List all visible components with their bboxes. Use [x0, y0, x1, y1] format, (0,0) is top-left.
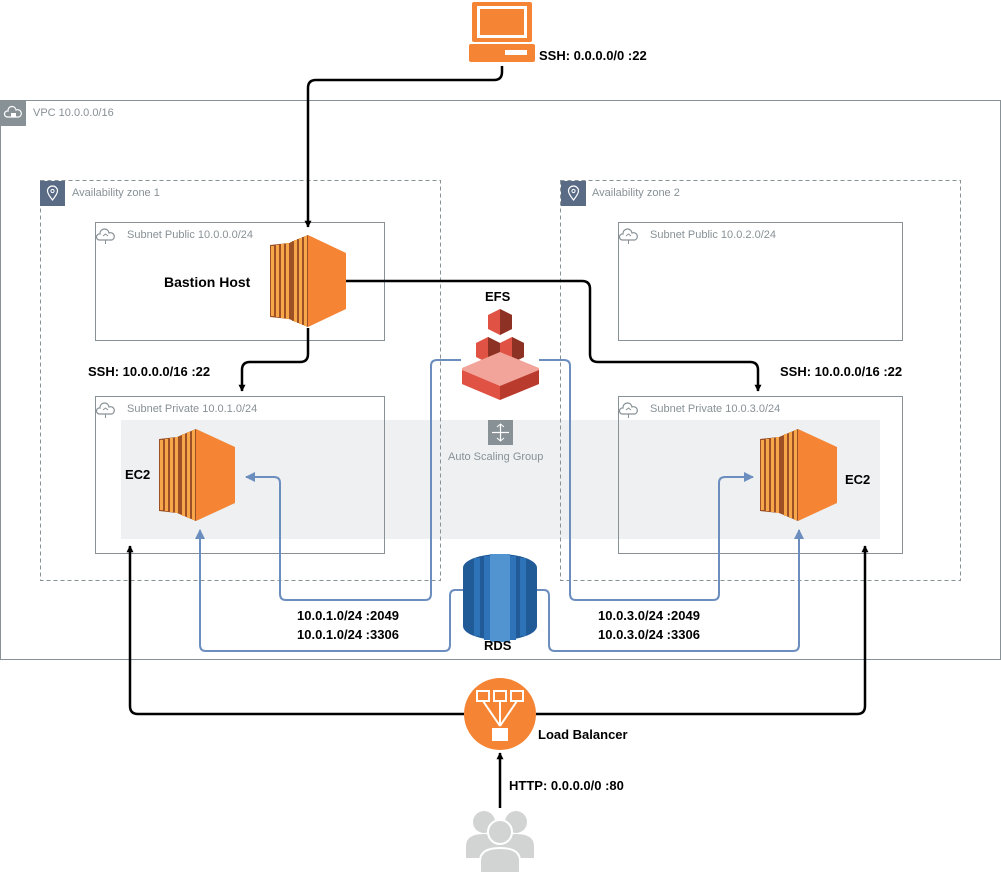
subnet-public-2-label: Subnet Public 10.0.2.0/24 [650, 229, 776, 241]
ssh-internet-label: SSH: 0.0.0.0/0 :22 [539, 48, 647, 63]
left-efs-port-label: 10.0.1.0/24 :2049 [297, 608, 399, 623]
vpc-label: VPC 10.0.0.0/16 [33, 107, 114, 119]
load-balancer-icon[interactable] [464, 678, 536, 750]
subnet-private-1-label: Subnet Private 10.0.1.0/24 [127, 403, 258, 415]
ssh-internet-connector [304, 66, 504, 228]
rds-to-ec2-right-connector [537, 529, 804, 652]
load-balancer-label: Load Balancer [538, 727, 628, 742]
ec2-instance-icon[interactable] [270, 235, 346, 327]
subnet-public-1-label: Subnet Public 10.0.0.0/24 [127, 229, 253, 241]
availability-zone-2-label: Availability zone 2 [592, 187, 680, 199]
users-group-icon[interactable] [466, 811, 534, 874]
bastion-host-label: Bastion Host [164, 274, 251, 290]
ec2-instance-icon[interactable] [760, 429, 837, 521]
right-rds-port-label: 10.0.3.0/24 :3306 [598, 627, 700, 642]
http-label: HTTP: 0.0.0.0/0 :80 [509, 778, 624, 793]
laptop-client-icon[interactable] [469, 2, 535, 62]
availability-zone-1 [40, 180, 441, 581]
location-pin-icon [40, 181, 65, 206]
location-pin-icon [561, 181, 586, 206]
ssh-right-label: SSH: 10.0.0.0/16 :22 [780, 364, 903, 379]
vpc-lock-cloud-icon [1, 101, 26, 126]
lb-to-ec2-left-connector [126, 545, 464, 716]
subnet-icon [95, 228, 115, 244]
lb-to-ec2-right-connector [536, 545, 869, 716]
subnet-private-2 [618, 396, 903, 554]
ssh-bastion-to-ec2-right-connector [346, 279, 762, 392]
efs-to-ec2-left-connector [245, 359, 461, 601]
ec2-instance-icon[interactable] [159, 429, 235, 521]
rds-label: RDS [484, 638, 512, 653]
rds-to-ec2-left-connector [195, 529, 463, 652]
ssh-left-label: SSH: 10.0.0.0/16 :22 [88, 364, 211, 379]
ec2-right-label: EC2 [845, 472, 871, 487]
rds-database-icon[interactable] [463, 554, 537, 642]
subnet-private-2-label: Subnet Private 10.0.3.0/24 [650, 403, 781, 415]
efs-to-ec2-right-connector [539, 359, 754, 601]
efs-label: EFS [485, 289, 511, 304]
efs-storage-icon[interactable] [462, 309, 539, 400]
availability-zone-1-label: Availability zone 1 [72, 187, 160, 199]
auto-scaling-icon [488, 420, 513, 445]
right-efs-port-label: 10.0.3.0/24 :2049 [598, 608, 700, 623]
subnet-icon [618, 402, 638, 418]
subnet-icon [95, 402, 115, 418]
availability-zone-2 [560, 180, 961, 581]
ec2-left-label: EC2 [125, 467, 151, 482]
subnet-private-1 [95, 396, 385, 554]
subnet-icon [618, 228, 638, 244]
auto-scaling-group-label: Auto Scaling Group [448, 451, 544, 463]
ssh-bastion-to-ec2-left-connector [238, 328, 310, 392]
subnet-public-2 [618, 222, 903, 341]
left-rds-port-label: 10.0.1.0/24 :3306 [297, 627, 399, 642]
